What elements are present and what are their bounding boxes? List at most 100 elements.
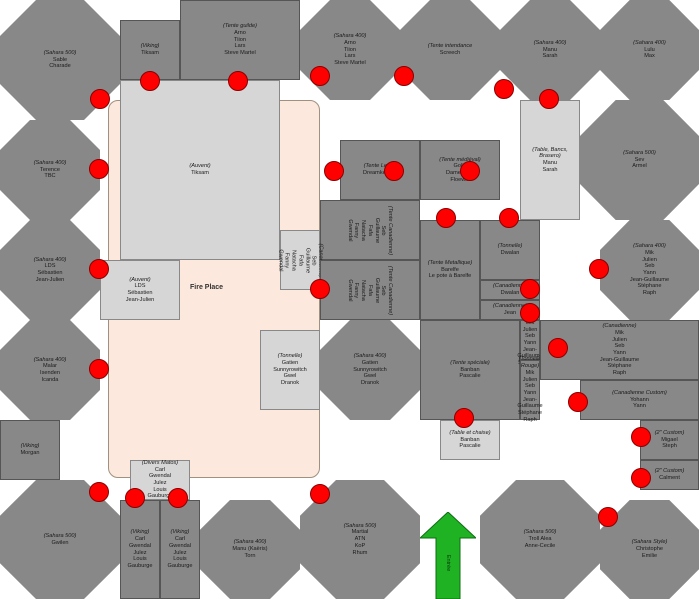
- occupant-name: Natacha: [290, 249, 297, 271]
- tent-type-label: (Sahara 400): [633, 243, 666, 250]
- occupant-name: Icanda: [41, 376, 59, 383]
- occupant-name: Louis: [173, 556, 187, 563]
- occupant-name: Stéphane: [607, 363, 632, 370]
- occupant-name: Gwendal: [347, 218, 354, 242]
- tent-type-label: (Tente intendance: [427, 43, 473, 50]
- occupant-name: Manu: [543, 160, 557, 166]
- occupant-name: Dranok: [360, 380, 380, 387]
- occupant-name: Natacha: [360, 219, 367, 241]
- occupant-name: Gauburge: [167, 562, 193, 569]
- occupant-name: Guillaume: [374, 217, 381, 243]
- occupant-name: Fanny: [283, 252, 290, 268]
- occupant-name: Dwalan: [500, 290, 520, 296]
- red-marker-icon: [520, 279, 540, 299]
- red-marker-icon: [631, 468, 651, 488]
- occupant-name: Screech: [439, 50, 461, 56]
- occupant-name: Seb: [380, 285, 387, 295]
- red-marker-icon: [548, 338, 568, 358]
- red-marker-icon: [384, 161, 404, 181]
- occupant-name: Stéphane: [518, 410, 542, 417]
- occupant-name: Julien: [642, 256, 657, 263]
- occupant-name: Gwendal: [347, 278, 354, 302]
- occupant-name: Gwel: [363, 373, 377, 380]
- occupant-name: Mik: [525, 369, 535, 376]
- occupant-name: Steph: [662, 443, 677, 450]
- tent-type-label: (Viking): [140, 43, 160, 50]
- tent-type-label: (Auvent): [129, 276, 151, 283]
- occupant-name: Lars: [234, 43, 246, 50]
- occupant-name: Guillaume: [304, 247, 311, 273]
- occupant-name: Gauburge: [147, 493, 173, 500]
- tent-type-label: (Sahara 400): [353, 353, 387, 360]
- occupant-name: Calment: [659, 475, 680, 481]
- tent-type-label: (Canadienne): [493, 303, 527, 310]
- tent-type-label: (Canadienne): [602, 323, 637, 330]
- occupant-name: TBC: [44, 173, 56, 180]
- tent-type-label: (Sahara 400): [333, 33, 367, 40]
- red-marker-icon: [90, 89, 110, 109]
- fire-place-label: Fire Place: [190, 284, 224, 291]
- occupant-name: Floewin: [450, 176, 470, 183]
- occupant-name: Tiion: [344, 46, 356, 53]
- tent-type-label: (Table et chaise): [449, 429, 491, 436]
- occupant-name: Armel: [632, 163, 647, 170]
- red-marker-icon: [539, 89, 559, 109]
- occupant-name: Louis: [153, 486, 167, 493]
- tent-type-label: (Divers Matos): [141, 459, 179, 466]
- entrance-arrow-icon: [420, 512, 476, 599]
- tent-type-label: (Sahara 400): [533, 39, 567, 46]
- tent-type-label: (Tonnelle): [497, 243, 523, 250]
- occupant-name: Dame Vero: [446, 170, 474, 176]
- occupant-name: Jean-Julien: [125, 296, 155, 303]
- tent-type-label: (Sahara 400): [633, 39, 666, 46]
- occupant-name: Martial: [351, 529, 369, 536]
- occupant-name: Gwendal: [168, 542, 192, 549]
- red-marker-icon: [520, 303, 540, 323]
- occupant-name: Charade: [49, 63, 71, 70]
- red-marker-icon: [568, 392, 588, 412]
- occupant-name: Barelfe: [441, 266, 459, 273]
- red-marker-icon: [89, 159, 109, 179]
- occupant-name: Raph: [612, 370, 627, 377]
- tent-type-label: (Sahara Style): [631, 539, 668, 546]
- occupant-name: Dreamkeeper: [363, 170, 397, 176]
- occupant-name: Morgan: [20, 450, 40, 456]
- occupant-name: Seb: [525, 383, 535, 390]
- occupant-name: Yann: [613, 350, 626, 356]
- occupant-name: Christophe: [635, 546, 664, 553]
- occupant-name: Max: [644, 53, 655, 60]
- tent-tente-legio: (Tente Legio)Dreamkeeper: [340, 140, 420, 200]
- occupant-name: Banban: [460, 436, 480, 443]
- occupant-name: Sarah: [542, 53, 558, 60]
- occupant-name: Julien: [612, 336, 627, 343]
- occupant-name: Carl: [154, 466, 166, 473]
- occupant-name: Fanny: [353, 222, 360, 238]
- occupant-name: Mik: [645, 249, 654, 256]
- tent-tonnelle-dwalan: (Tonnelle)Dwalan: [480, 220, 540, 280]
- occupant-name: LDS: [134, 283, 146, 290]
- tent-type-label: (Auvent): [189, 163, 211, 170]
- tent-type-label: (2" Custom): [654, 429, 685, 436]
- occupant-name: Julez: [133, 549, 147, 556]
- occupant-name: Migael: [661, 436, 678, 443]
- occupant-name: Seb: [644, 263, 655, 270]
- red-marker-icon: [125, 488, 145, 508]
- occupant-name: Seb: [380, 225, 387, 235]
- occupant-name: Manu (Kaëris): [232, 546, 268, 553]
- tent-type-label: (Viking): [20, 443, 40, 450]
- tent-type-label: (Tonnelle): [277, 353, 303, 360]
- red-marker-icon: [436, 208, 456, 228]
- occupant-name: ATN: [354, 536, 366, 543]
- occupant-name: Gauburge: [127, 562, 153, 569]
- red-marker-icon: [228, 71, 248, 91]
